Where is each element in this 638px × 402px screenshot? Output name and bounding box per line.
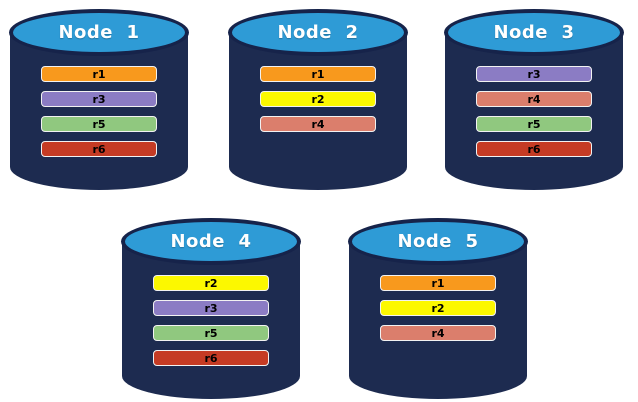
replica-bar: r4 [260, 116, 376, 132]
replica-label: r4 [527, 92, 541, 106]
replica-stack: r1 r2 r4 [260, 66, 376, 141]
cylinder-top: Node 2 [228, 9, 408, 56]
replica-bar: r3 [476, 66, 592, 82]
replica-label: r3 [204, 301, 218, 315]
cylinder-top: Node 4 [121, 218, 301, 265]
node-5: Node 5 r1 r2 r4 [348, 218, 528, 399]
cylinder-body [229, 32, 407, 190]
replica-label: r5 [204, 326, 218, 340]
replica-label: r3 [92, 92, 106, 106]
replica-bar: r2 [380, 300, 496, 316]
node-label: Node 5 [397, 231, 479, 252]
replica-label: r3 [527, 67, 541, 81]
replica-label: r5 [92, 117, 106, 131]
replica-label: r1 [92, 67, 106, 81]
replica-label: r4 [431, 326, 445, 340]
node-4: Node 4 r2 r3 r5 r6 [121, 218, 301, 399]
replica-stack: r1 r2 r4 [380, 275, 496, 350]
replica-stack: r2 r3 r5 r6 [153, 275, 269, 375]
replica-label: r2 [311, 92, 325, 106]
replica-bar: r5 [476, 116, 592, 132]
node-3: Node 3 r3 r4 r5 r6 [444, 9, 624, 190]
cylinder-body [10, 32, 188, 190]
replica-stack: r1 r3 r5 r6 [41, 66, 157, 166]
replica-bar: r6 [476, 141, 592, 157]
replica-bar: r4 [380, 325, 496, 341]
node-label: Node 4 [170, 231, 252, 252]
replica-bar: r1 [260, 66, 376, 82]
replica-label: r6 [92, 142, 106, 156]
replica-label: r5 [527, 117, 541, 131]
replica-label: r6 [527, 142, 541, 156]
replica-label: r4 [311, 117, 325, 131]
replica-bar: r2 [153, 275, 269, 291]
replica-label: r6 [204, 351, 218, 365]
replica-label: r2 [431, 301, 445, 315]
replica-bar: r1 [41, 66, 157, 82]
cylinder-top: Node 1 [9, 9, 189, 56]
replica-bar: r3 [41, 91, 157, 107]
replica-stack: r3 r4 r5 r6 [476, 66, 592, 166]
cylinder-body [349, 241, 527, 399]
node-1: Node 1 r1 r3 r5 r6 [9, 9, 189, 190]
replica-bar: r6 [41, 141, 157, 157]
cylinder-top: Node 5 [348, 218, 528, 265]
cylinder-body [122, 241, 300, 399]
cylinder-top: Node 3 [444, 9, 624, 56]
node-label: Node 2 [277, 22, 359, 43]
replica-label: r1 [311, 67, 325, 81]
replica-bar: r5 [153, 325, 269, 341]
replica-label: r2 [204, 276, 218, 290]
replica-label: r1 [431, 276, 445, 290]
replica-bar: r2 [260, 91, 376, 107]
cylinder-body [445, 32, 623, 190]
replica-bar: r5 [41, 116, 157, 132]
node-label: Node 3 [493, 22, 575, 43]
replica-bar: r4 [476, 91, 592, 107]
node-2: Node 2 r1 r2 r4 [228, 9, 408, 190]
node-label: Node 1 [58, 22, 140, 43]
replica-bar: r3 [153, 300, 269, 316]
replica-bar: r1 [380, 275, 496, 291]
replica-bar: r6 [153, 350, 269, 366]
